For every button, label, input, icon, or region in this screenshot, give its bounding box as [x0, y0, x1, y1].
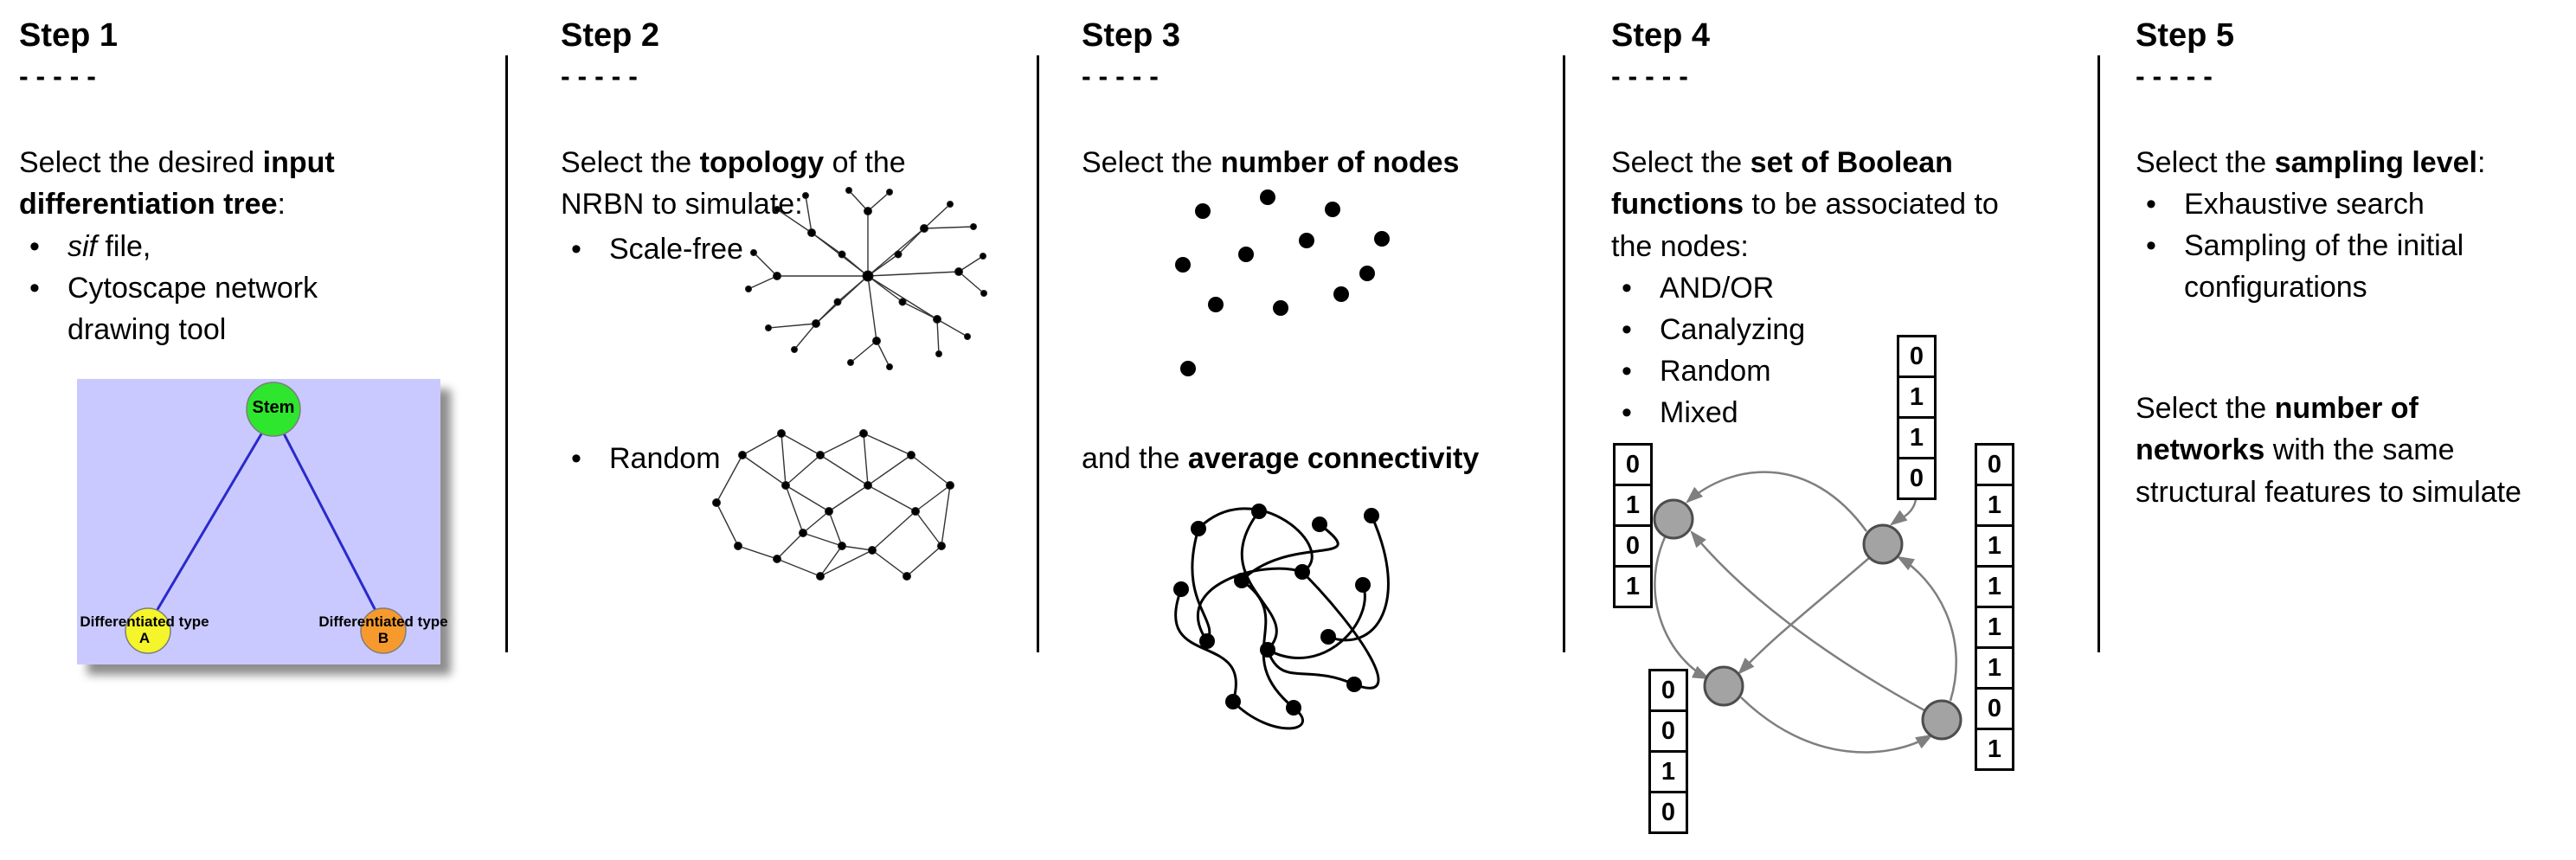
- truth-table-cell: 1: [1975, 484, 2014, 527]
- boolean-network-arrows: [1654, 471, 1957, 754]
- connectivity-edges: [1174, 507, 1390, 730]
- boolean-node-2: [1862, 523, 1904, 565]
- differentiation-tree-graphic: Stem Differentiated type A Differentiate…: [77, 379, 448, 664]
- boolean-network-graphic: [1653, 471, 1963, 754]
- random-edges: [716, 433, 951, 577]
- step-3-dashes: - - - - -: [1082, 61, 1159, 92]
- step-5-networks-text: Select the number of networks with the s…: [2136, 388, 2573, 513]
- truth-table-cell: 0: [1975, 687, 2014, 730]
- truth-table-cell: 0: [1897, 335, 1937, 378]
- truth-table-cell: 1: [1975, 524, 2014, 568]
- connectivity-graph-graphic: [1173, 504, 1390, 730]
- connectivity-nodes: [1173, 504, 1379, 716]
- tree-edge-a: [146, 413, 275, 626]
- differentiated-type-a-label: Differentiated type A: [80, 613, 209, 646]
- step-5-title: Step 5: [2136, 17, 2235, 54]
- step-3-line-connectivity: and the average connectivity: [1082, 442, 1480, 475]
- boolean-network-nodes: [1653, 498, 1963, 741]
- tree-edge-b: [272, 413, 385, 626]
- differentiation-tree-svg: [125, 382, 407, 654]
- step-4-dashes: - - - - -: [1611, 61, 1688, 92]
- step-2-column: Step 2 - - - - - Select the topology of …: [561, 12, 1019, 843]
- truth-table-cell: 1: [1613, 565, 1653, 608]
- step-4-bullet-canalyzing: Canalyzing: [1611, 309, 1888, 351]
- truth-table-cell: 0: [1975, 443, 2014, 486]
- step-1-dashes: - - - - -: [19, 61, 96, 92]
- truth-table-right: 0 1 1 1 1 1 0 1: [1975, 443, 2014, 771]
- step-2-title: Step 2: [561, 17, 660, 54]
- truth-table-bottom-left: 0 0 1 0: [1648, 669, 1688, 834]
- truth-table-cell: 1: [1613, 484, 1653, 527]
- boolean-node-4: [1921, 699, 1963, 741]
- step-5-bullet-sampling: Sampling of the initial configurations: [2136, 225, 2499, 309]
- step-3-column: Step 3 - - - - - Select the number of no…: [1082, 12, 1553, 843]
- step-2-intro: Select the topology of the NRBN to simul…: [561, 146, 906, 221]
- step-1-column: Step 1 - - - - - Select the desired inpu…: [19, 12, 491, 843]
- step-1-intro: Select the desired input differentiation…: [19, 146, 335, 221]
- step-3-title: Step 3: [1082, 17, 1181, 54]
- step-4-intro: Select the set of Boolean functions to b…: [1611, 146, 1999, 263]
- step-2-bullet-random: Random: [561, 438, 777, 480]
- truth-table-cell: 1: [1975, 728, 2014, 771]
- step-1-title: Step 1: [19, 17, 119, 54]
- step-1-bullet-cytoscape: Cytoscape network drawing tool: [19, 267, 331, 351]
- truth-table-cell: 0: [1648, 709, 1688, 753]
- differentiated-type-a-node: [125, 607, 171, 654]
- step-3-line-nodes: Select the number of nodes: [1082, 146, 1460, 179]
- step-5-bullet-exhaustive: Exhaustive search: [2136, 183, 2499, 226]
- boolean-node-1: [1653, 498, 1694, 540]
- step-5-networks-line-2: networks with the same: [2136, 433, 2455, 467]
- differentiated-type-b-label: Differentiated type B: [318, 613, 448, 646]
- truth-table-cell: 0: [1613, 524, 1653, 568]
- truth-table-cell: 1: [1975, 606, 2014, 649]
- boolean-node-3: [1703, 665, 1744, 707]
- truth-table-cell: 1: [1975, 646, 2014, 690]
- step-2-bullet-scale-free: Scale-free: [561, 228, 777, 271]
- step-4-bullet-random: Random: [1611, 350, 1888, 393]
- step-4-title: Step 4: [1611, 17, 1711, 54]
- stem-node: [246, 382, 301, 437]
- truth-table-cell: 1: [1897, 416, 1937, 459]
- column-divider: [1037, 55, 1039, 652]
- scale-free-nodes: [745, 187, 987, 370]
- step-4-bullet-mixed: Mixed: [1611, 392, 1888, 434]
- truth-table-left: 0 1 0 1: [1613, 443, 1653, 608]
- step-5-dashes: - - - - -: [2136, 61, 2213, 92]
- random-nodes: [712, 429, 954, 581]
- column-divider: [505, 55, 508, 652]
- truth-table-top: 0 1 1 0: [1897, 335, 1937, 500]
- step-5-networks-line-3: structural features to simulate: [2136, 475, 2521, 509]
- truth-table-cell: 1: [1897, 375, 1937, 419]
- scale-free-network-graphic: [745, 187, 987, 370]
- truth-table-cell: 0: [1648, 669, 1688, 712]
- random-network-graphic: [712, 429, 954, 581]
- step-5-intro: Select the sampling level:: [2136, 146, 2486, 179]
- step-4-bullet-andor: AND/OR: [1611, 267, 1888, 310]
- step-5-column: Step 5 - - - - - Select the sampling lev…: [2136, 12, 2573, 843]
- truth-table-cell: 0: [1648, 791, 1688, 834]
- step-2-dashes: - - - - -: [561, 61, 638, 92]
- stem-node-label: Stem: [252, 398, 295, 417]
- step-1-bullet-sif: sif file,: [19, 226, 331, 268]
- step-4-column: Step 4 - - - - - Select the set of Boole…: [1611, 12, 2083, 843]
- truth-table-cell: 0: [1897, 457, 1937, 500]
- truth-table-cell: 0: [1613, 443, 1653, 486]
- column-divider: [1563, 55, 1565, 652]
- truth-table-cell: 1: [1648, 750, 1688, 793]
- column-divider: [2097, 55, 2100, 652]
- truth-table-cell: 1: [1975, 565, 2014, 608]
- differentiated-type-b-node: [360, 607, 407, 654]
- step-5-networks-line-1: Select the number of: [2136, 392, 2419, 425]
- nodes-scatter-graphic: [1175, 189, 1390, 376]
